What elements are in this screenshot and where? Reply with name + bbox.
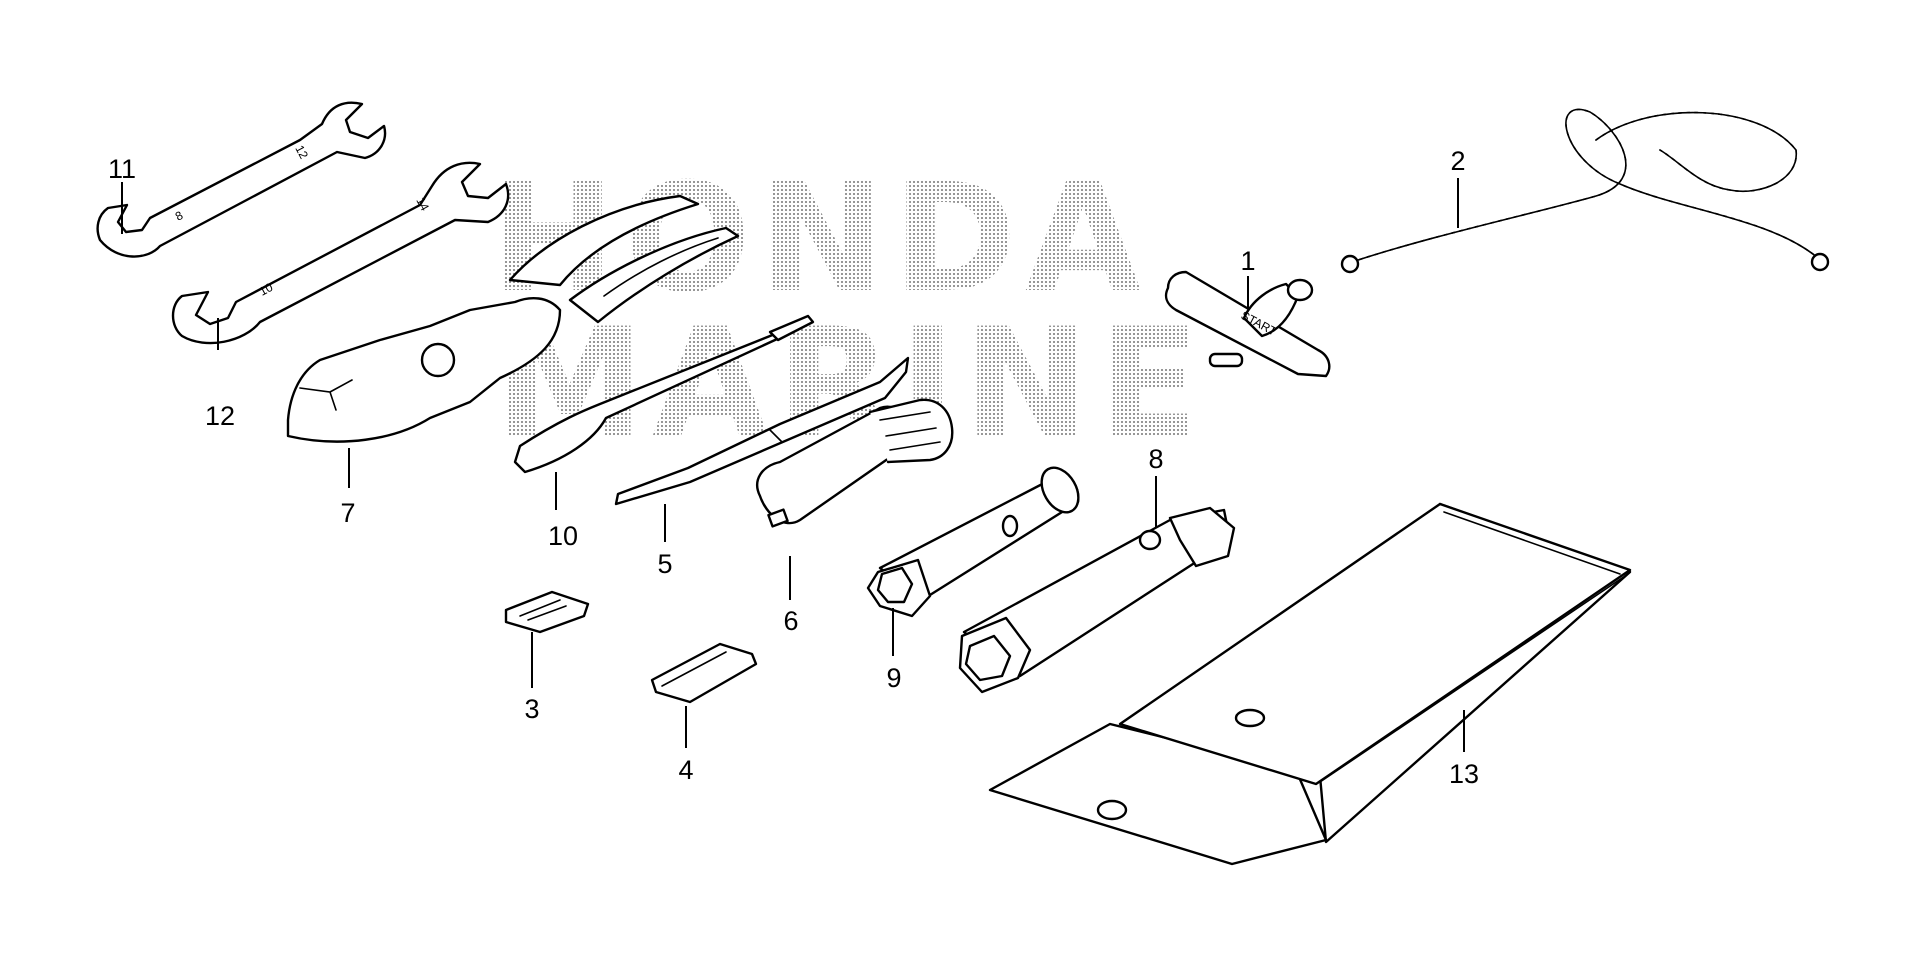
callout-11: 11 bbox=[108, 154, 136, 184]
wrench-size-12: 12 bbox=[292, 143, 311, 162]
callout-4: 4 bbox=[678, 755, 693, 785]
starter-grip[interactable]: START bbox=[1164, 270, 1331, 378]
callout-8: 8 bbox=[1148, 444, 1163, 474]
screwdriver-grip[interactable] bbox=[756, 398, 954, 528]
wrench-10x14[interactable]: 10 14 bbox=[171, 161, 510, 345]
callout-10: 10 bbox=[548, 521, 578, 551]
callout-3: 3 bbox=[524, 694, 539, 724]
callout-6: 6 bbox=[783, 606, 798, 636]
callout-5: 5 bbox=[657, 549, 672, 579]
callout-labels: 11 12 7 10 5 6 3 4 9 8 1 2 13 bbox=[108, 146, 1479, 789]
callout-7: 7 bbox=[340, 498, 355, 528]
screwdriver[interactable] bbox=[614, 356, 910, 506]
callout-12: 12 bbox=[205, 401, 235, 431]
callout-9: 9 bbox=[886, 663, 901, 693]
tool-bag[interactable] bbox=[988, 502, 1632, 866]
clip-b[interactable] bbox=[650, 642, 758, 704]
clip-a[interactable] bbox=[504, 590, 590, 634]
leader-lines bbox=[121, 178, 1465, 752]
callout-1: 1 bbox=[1240, 246, 1255, 276]
callout-2: 2 bbox=[1450, 146, 1465, 176]
box-wrench-large[interactable] bbox=[958, 506, 1236, 694]
wrench-size-14: 14 bbox=[413, 195, 432, 214]
wrench-8x12[interactable]: 8 12 bbox=[96, 101, 387, 258]
callout-13: 13 bbox=[1449, 759, 1479, 789]
pliers[interactable] bbox=[286, 194, 740, 443]
screwdriver-bit[interactable] bbox=[513, 314, 815, 474]
starter-rope[interactable] bbox=[1340, 108, 1830, 274]
box-wrench-small[interactable] bbox=[866, 461, 1086, 618]
wrench-size-10: 10 bbox=[257, 280, 276, 299]
